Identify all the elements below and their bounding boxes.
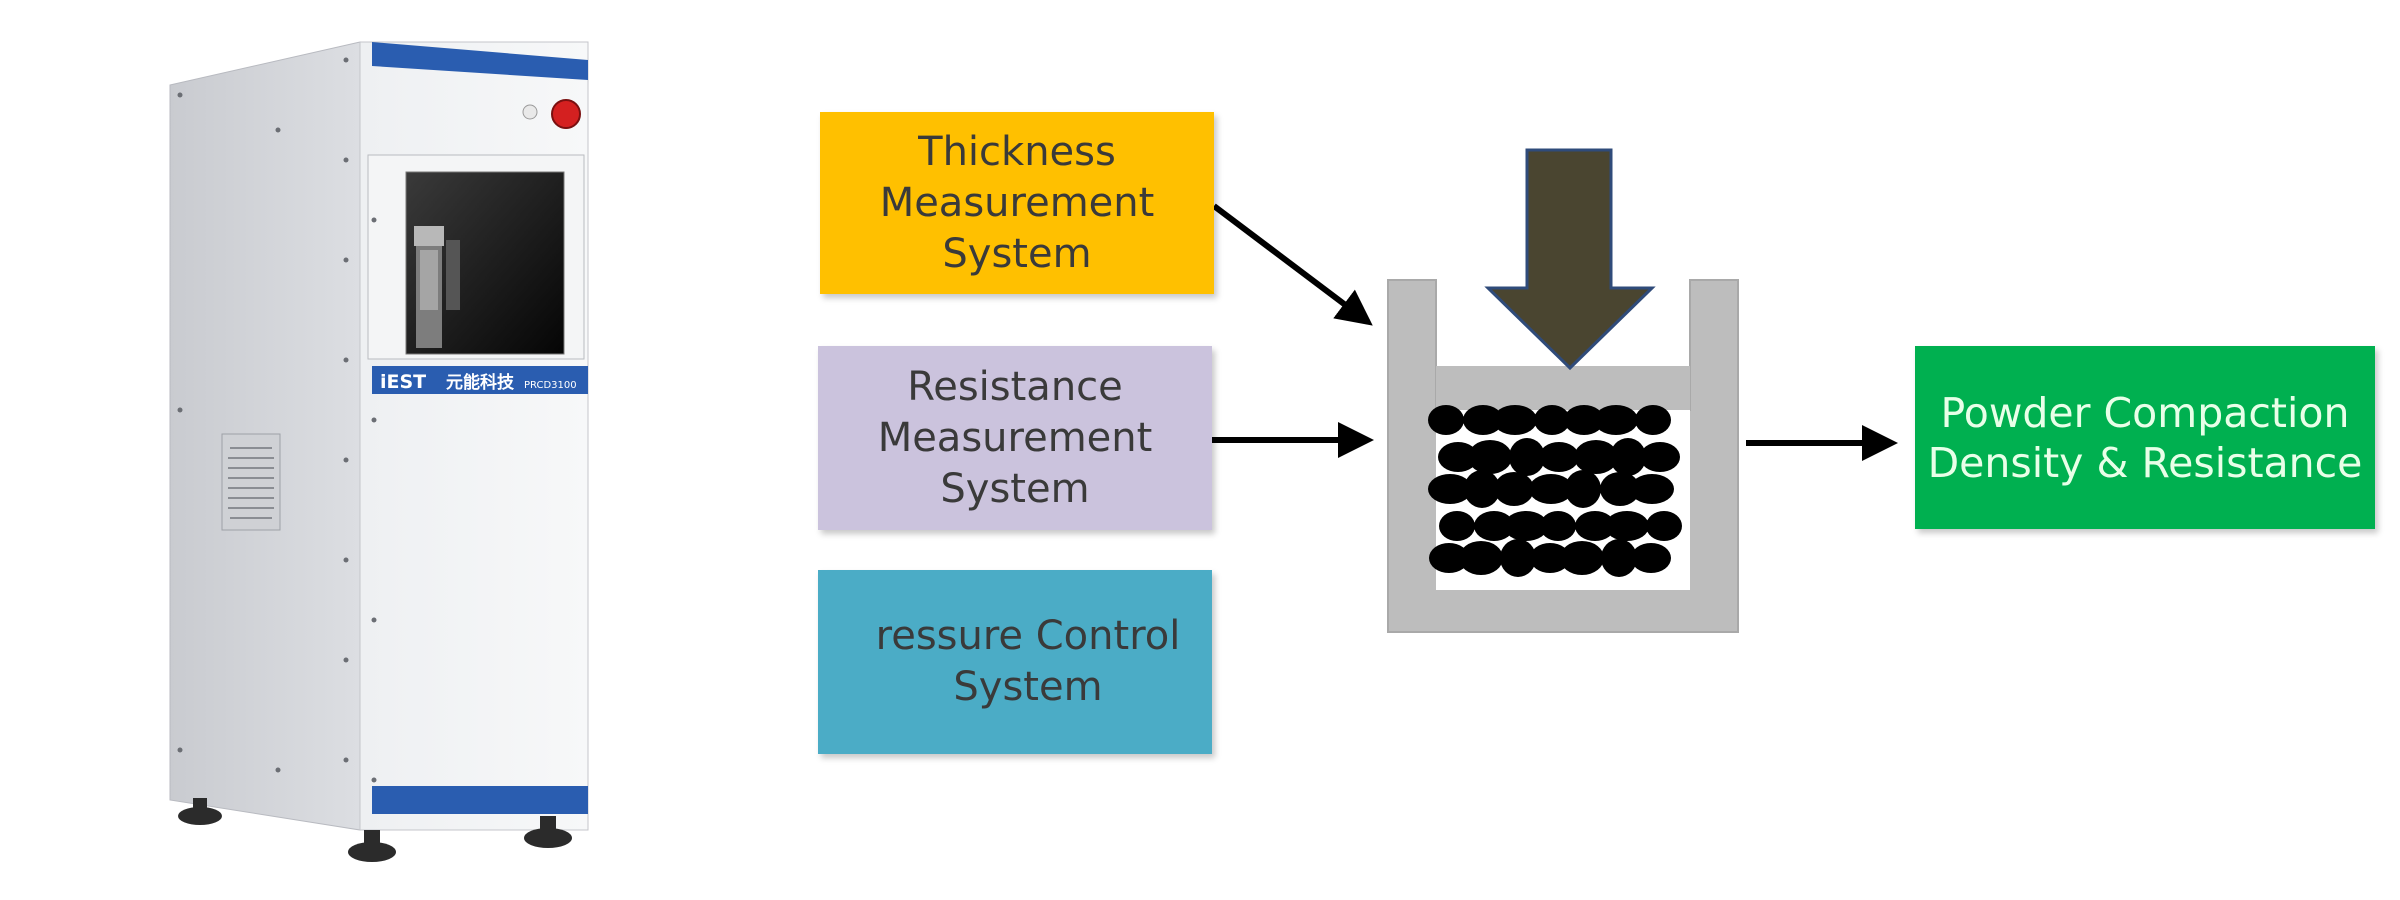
machine-feet	[178, 798, 572, 862]
powder-particle	[1631, 543, 1671, 573]
powder-particle	[1594, 405, 1638, 435]
resistance-measurement-system-box: Resistance Measurement System	[818, 346, 1212, 530]
powder-particle	[1540, 511, 1576, 541]
powder-particle	[1438, 442, 1478, 472]
powder-particle	[1575, 511, 1615, 541]
powder-particle	[1560, 541, 1604, 575]
powder-particle	[1429, 543, 1469, 573]
brand-logo: iEST	[380, 371, 426, 393]
thickness-measurement-system-box: Thickness Measurement System	[820, 112, 1214, 294]
powder-particle	[1640, 442, 1680, 472]
powder-particle	[1574, 440, 1618, 474]
powder-particle	[1439, 511, 1475, 541]
fan-vent-icon	[221, 433, 281, 531]
press-container	[1387, 279, 1739, 633]
powder-particle	[1463, 405, 1503, 435]
powder-particle	[1564, 405, 1604, 435]
powder-particle	[1474, 511, 1514, 541]
front-rivets	[371, 217, 377, 783]
emergency-stop-button	[551, 99, 581, 129]
resistance-label: Resistance Measurement System	[877, 363, 1153, 512]
powder-particle	[1428, 474, 1472, 504]
side-rivets	[177, 57, 349, 773]
indicator-light	[522, 104, 538, 120]
powder-particle	[1635, 405, 1671, 435]
top-blue-band	[372, 42, 588, 80]
bottom-blue-band	[372, 786, 588, 814]
pressure-control-system-box: ressure Control System	[818, 570, 1212, 754]
powder-particle	[1529, 474, 1573, 504]
powder-particle	[1530, 543, 1570, 573]
powder-particle	[1565, 470, 1601, 508]
brand-strip	[372, 366, 588, 394]
powder-chamber	[1436, 410, 1690, 590]
powder-particle	[1468, 440, 1512, 474]
powder-particle	[1605, 511, 1649, 541]
press-plate	[1436, 366, 1690, 410]
powder-particle	[1509, 438, 1545, 476]
compression-arrow-icon	[1484, 148, 1656, 371]
powder-particle	[1630, 474, 1674, 504]
powder-particle	[1464, 470, 1500, 508]
thickness-label: Thickness Measurement System	[879, 128, 1155, 277]
powder-particle	[1601, 539, 1637, 577]
result-label: Powder Compaction Density & Resistance	[1927, 388, 2363, 487]
powder-particle	[1494, 472, 1534, 506]
pressure-label: ressure Control System	[875, 613, 1181, 710]
model-number: PRCD3100	[524, 380, 577, 391]
brand-name-cn: 元能科技	[446, 372, 515, 393]
press-cylinder	[414, 226, 460, 348]
powder-particle	[1646, 511, 1682, 541]
powder-particle	[1504, 511, 1548, 541]
powder-particle	[1539, 442, 1579, 472]
powder-particle	[1610, 438, 1646, 476]
powder-particle	[1534, 405, 1570, 435]
powder-compaction-result-box: Powder Compaction Density & Resistance	[1915, 346, 2375, 529]
powder-press-icon	[1387, 148, 1739, 633]
arrow-thickness-to-press	[1212, 203, 1373, 326]
prcd-test-machine: iEST 元能科技 PRCD3100	[169, 41, 589, 862]
powder-particle	[1428, 405, 1464, 435]
powder-particle	[1600, 472, 1640, 506]
powder-particle	[1500, 539, 1536, 577]
powder-particles	[1428, 405, 1682, 577]
powder-particle	[1493, 405, 1537, 435]
powder-particle	[1459, 541, 1503, 575]
